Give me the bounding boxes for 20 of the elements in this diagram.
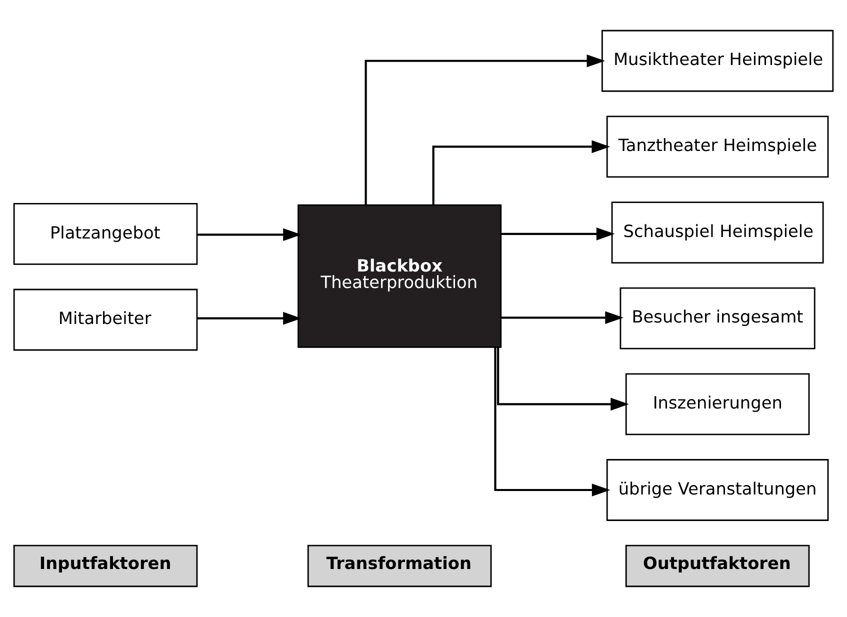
arrow	[497, 347, 629, 411]
arrow	[197, 312, 302, 325]
node-box: Besucher insgesamt	[620, 287, 816, 350]
node-box: Tanztheater Heimspiele	[606, 116, 829, 178]
node-box: Mitarbeiter	[13, 288, 198, 351]
arrow	[501, 228, 615, 240]
arrow	[494, 347, 610, 496]
node-box: Transformation	[307, 544, 492, 588]
node-box: Blackbox Theaterproduktion	[298, 204, 502, 348]
arrow	[432, 140, 610, 205]
node-box: Inputfaktoren	[13, 544, 198, 588]
arrow	[501, 311, 624, 324]
node-box: Inszenierungen	[625, 373, 810, 436]
arrow	[364, 54, 606, 206]
arrow	[197, 228, 302, 242]
node-box: Platzangebot	[13, 202, 198, 265]
node-box: Schauspiel Heimspiele	[611, 202, 824, 264]
node-box: Musiktheater Heimspiele	[601, 30, 834, 92]
node-box: übrige Veranstaltungen	[606, 459, 829, 521]
node-box: Outputfaktoren	[625, 544, 810, 588]
